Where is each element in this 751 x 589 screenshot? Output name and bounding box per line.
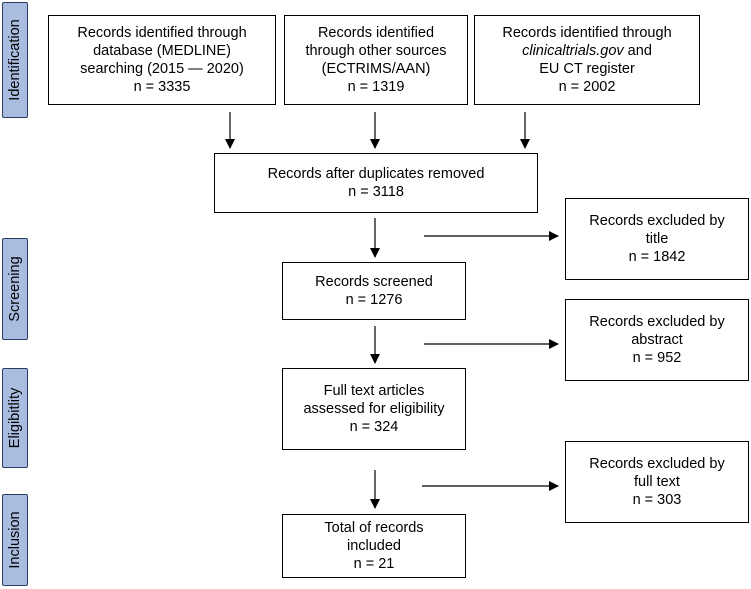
box-excluded-title: Records excluded by title n = 1842 — [565, 198, 749, 280]
box-other-sources: Records identified through other sources… — [284, 15, 468, 105]
stage-eligibility: Eligibitlity — [2, 368, 28, 468]
box-full-text: Full text articles assessed for eligibil… — [282, 368, 466, 450]
clinicaltrials-link-text: clinicaltrials.gov — [522, 43, 624, 59]
box-excluded-full-text: Records excluded by full text n = 303 — [565, 441, 749, 523]
box-screened: Records screened n = 1276 — [282, 262, 466, 320]
stage-identification: Identification — [2, 2, 28, 118]
box-duplicates-removed: Records after duplicates removed n = 311… — [214, 153, 538, 213]
box-excluded-abstract: Records excluded by abstract n = 952 — [565, 299, 749, 381]
box-included: Total of records included n = 21 — [282, 514, 466, 578]
stage-screening: Screening — [2, 238, 28, 340]
box-registers: Records identified through clinicaltrial… — [474, 15, 700, 105]
stage-inclusion: Inclusion — [2, 494, 28, 586]
box-medline: Records identified through database (MED… — [48, 15, 276, 105]
